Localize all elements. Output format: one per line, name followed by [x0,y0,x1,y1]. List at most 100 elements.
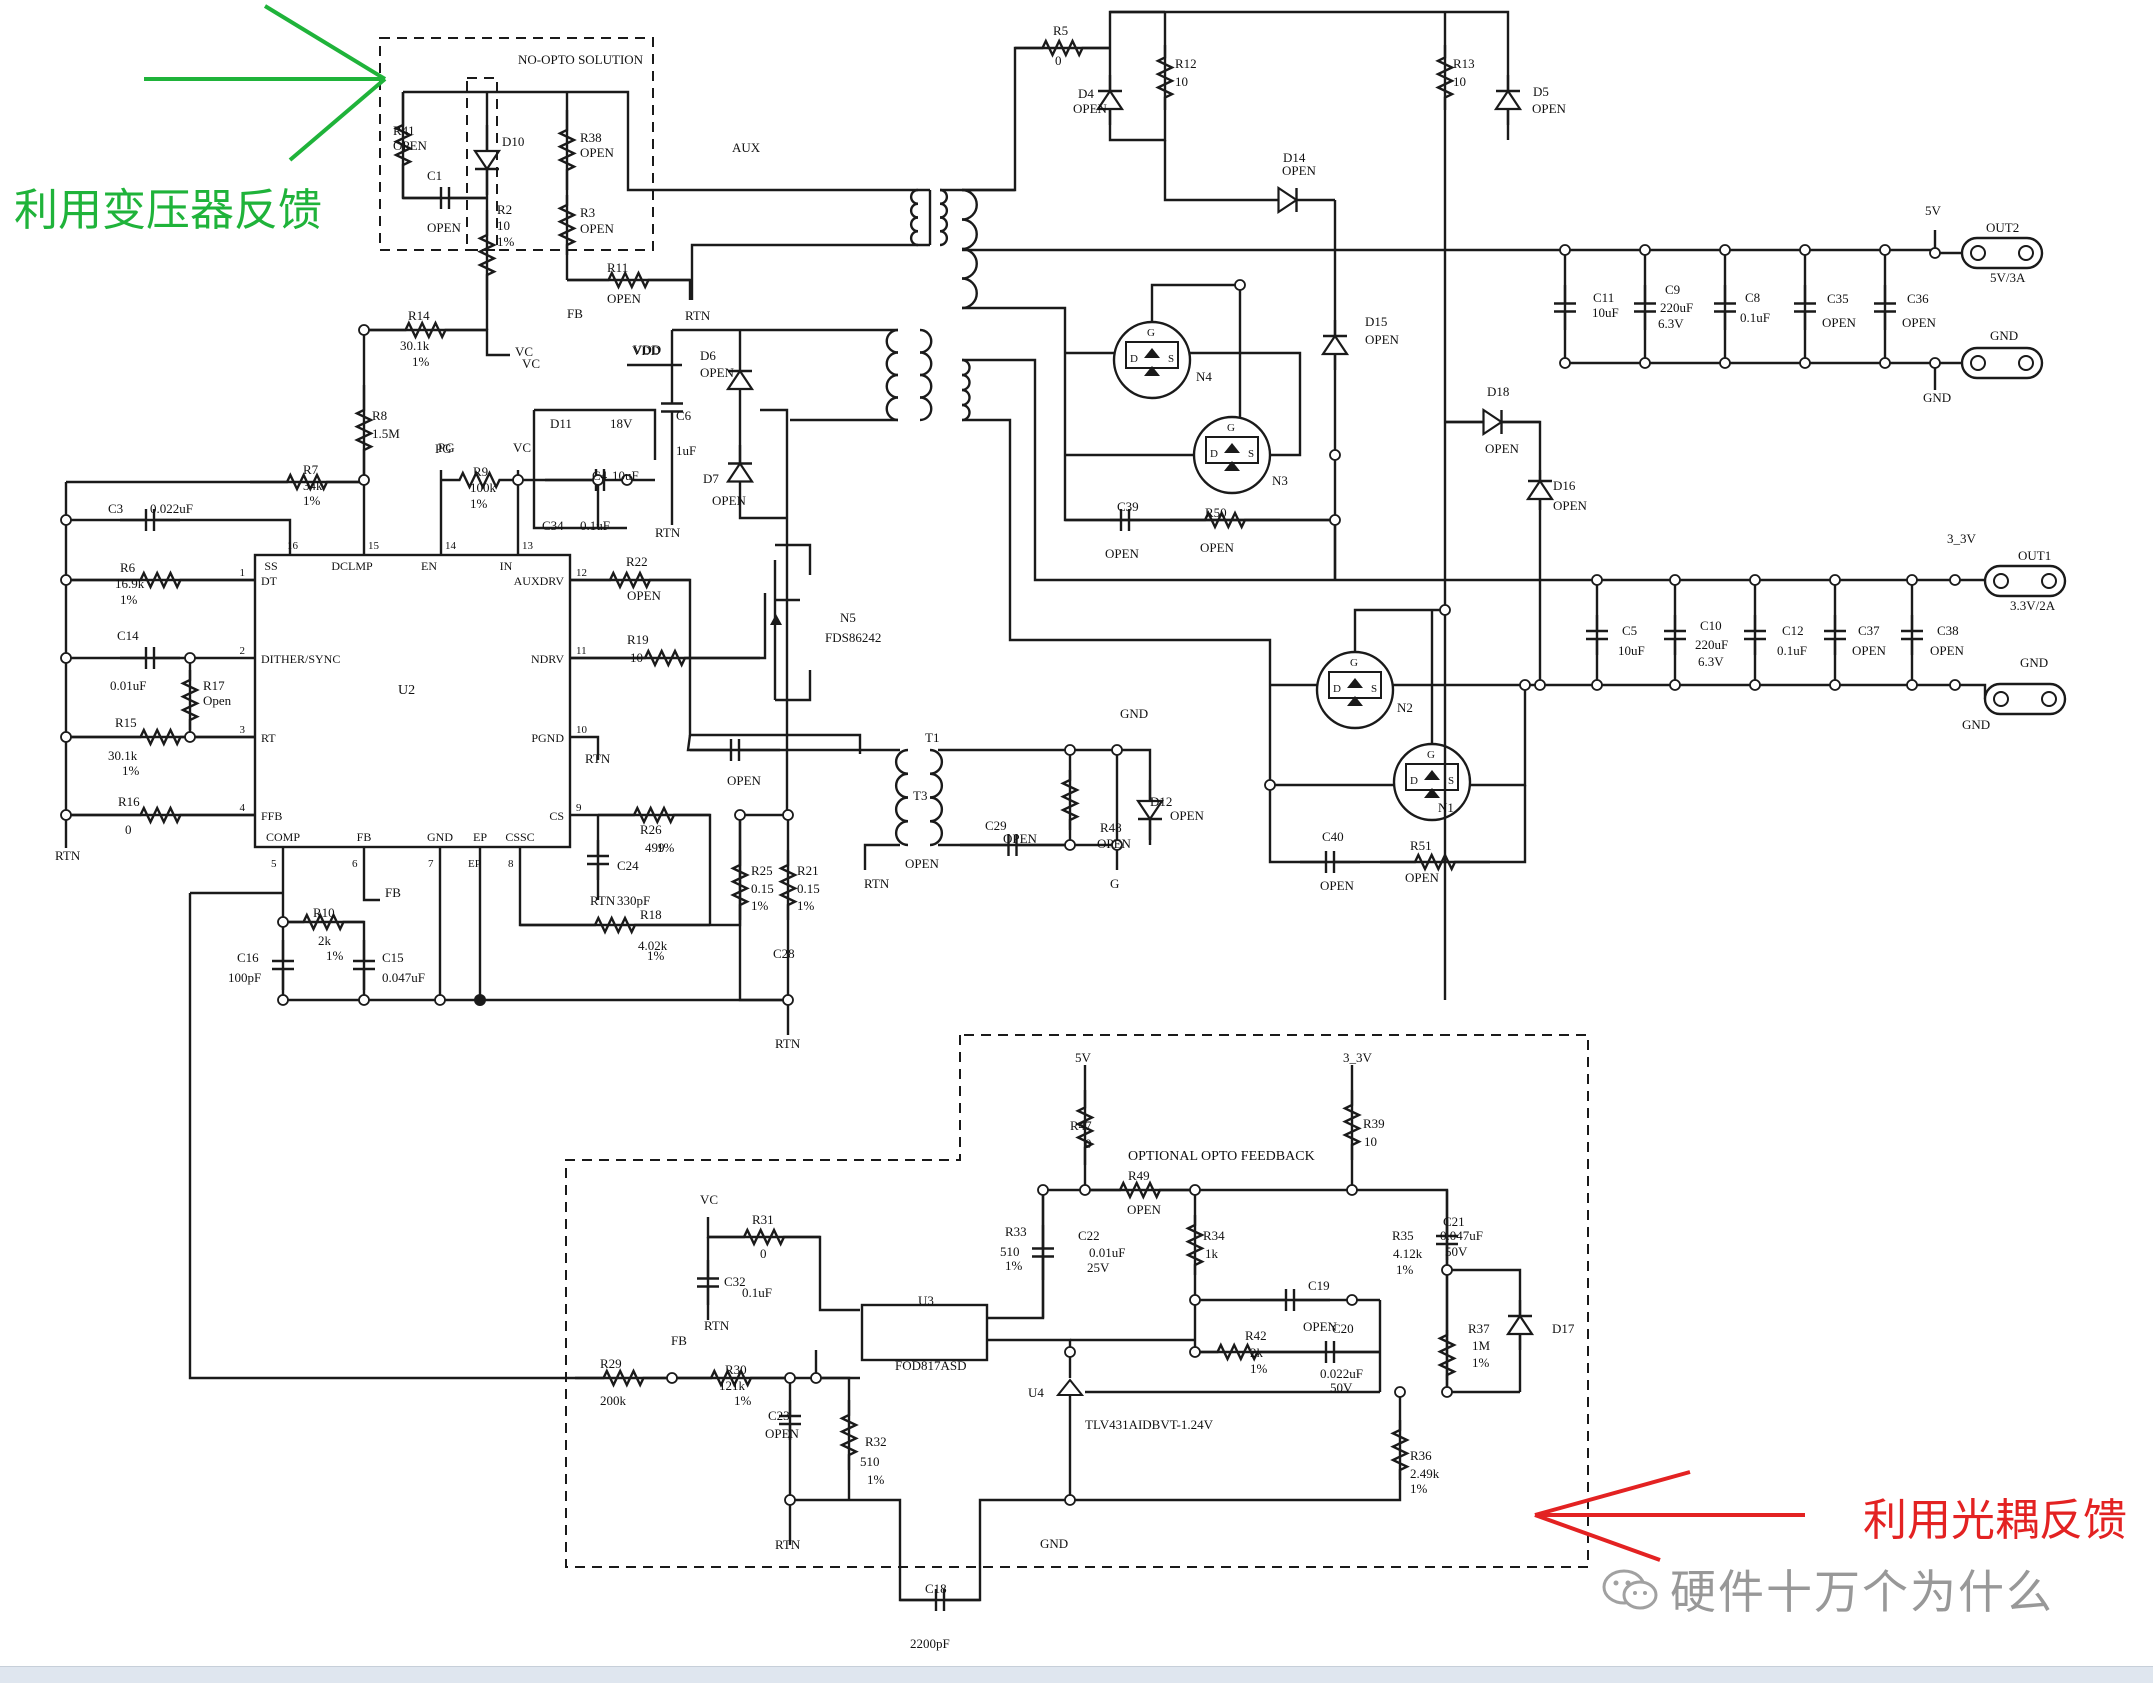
winding [885,373,899,399]
wire [1435,45,1455,110]
label: C37 [1858,623,1880,638]
junction [1111,744,1123,756]
junction-nodes [60,244,1961,1506]
wire [1185,1215,1205,1275]
label: C4 [592,468,608,483]
pin-number: 8 [508,858,514,870]
junction [784,1372,796,1384]
junction [1799,357,1811,369]
wire [1445,420,1542,685]
label: 1% [1005,1258,1023,1273]
junction [782,809,794,821]
pin-number: 6 [352,858,358,870]
label: R34 [1203,1228,1225,1243]
label: 0 [1085,1136,1092,1151]
label: PG [438,440,455,455]
label: RTN [55,848,81,863]
junction [1591,574,1603,586]
label: C5 [1622,623,1637,638]
label: OPEN [712,493,747,508]
label: RTN [655,525,681,540]
wire [940,46,1110,192]
wire [1565,361,1937,390]
wire [534,408,657,460]
junction [1064,744,1076,756]
wire [66,570,255,590]
label: 10 [1364,1134,1377,1149]
junction [1929,247,1941,259]
label: OPEN [580,221,615,236]
wire [1163,140,1240,202]
junction [1906,574,1918,586]
junction [1189,1294,1201,1306]
out2-gnd-label: GND [1990,328,2018,343]
wire [570,578,862,754]
diode [1525,479,1555,501]
junction [1441,1386,1453,1398]
label: C3 [108,501,123,516]
opto-feedback-annotation: 利用光耦反馈 [1534,1470,2127,1562]
label: RTN [775,1036,801,1051]
label: GND [1040,1536,1068,1551]
wire [710,813,790,927]
winding [919,373,933,399]
junction-solid [474,994,486,1006]
label: R51 [1410,838,1432,853]
wire [1075,1090,1095,1165]
wire [557,110,577,190]
junction [1949,679,1961,691]
junction [60,514,72,526]
label: R18 [640,907,662,922]
pin-number: 14 [445,540,457,552]
label: RTN [585,751,611,766]
label: RTN [590,893,616,908]
label: D [1410,775,1418,787]
label: 499 [645,840,665,855]
wire [1085,1180,1195,1200]
wire [814,1350,860,1380]
pin-number: 3 [240,724,246,736]
out1-ref: OUT1 [2018,548,2051,563]
label: G [1147,327,1155,339]
label: N1 [1438,800,1454,815]
out1-connector[interactable]: OUT1 3.3V/2A [1983,548,2067,613]
out1-gnd-connector[interactable]: GND [1983,655,2067,716]
label: 4.02k [638,938,668,953]
label: C16 [237,950,259,965]
wire [672,1368,790,1388]
label: S [1248,448,1254,460]
label: T3 [913,788,927,803]
label: R39 [1363,1116,1385,1131]
junction [1719,357,1731,369]
wire [1068,1392,1402,1502]
diode [1505,1314,1535,1336]
junction [434,994,446,1006]
wire [66,518,292,555]
diode [725,369,755,391]
label: R6 [120,560,136,575]
pin-name: CS [549,809,564,823]
junction [60,574,72,586]
out2-gnd-connector[interactable]: GND [1960,328,2044,380]
label: C1 [427,168,442,183]
wire [575,1368,672,1388]
out2-connector[interactable]: OUT2 5V/3A [1960,220,2044,285]
label: 1k [1205,1246,1219,1261]
wire [760,408,789,700]
pin-number: EP [468,858,481,870]
label: VC [513,440,531,455]
label: R41 [393,123,415,138]
label: GND [1923,390,1951,405]
label: 50V [1330,1380,1353,1395]
winding [919,328,933,354]
label: R2 [497,202,512,217]
label: 1% [867,1472,885,1487]
label: C32 [724,1274,746,1289]
label: R35 [1392,1228,1414,1243]
label: D [1333,683,1341,695]
junction [1559,357,1571,369]
label: D7 [703,471,719,486]
wire [180,670,200,730]
label: VC [522,356,540,371]
pin-name: COMP [266,830,300,844]
